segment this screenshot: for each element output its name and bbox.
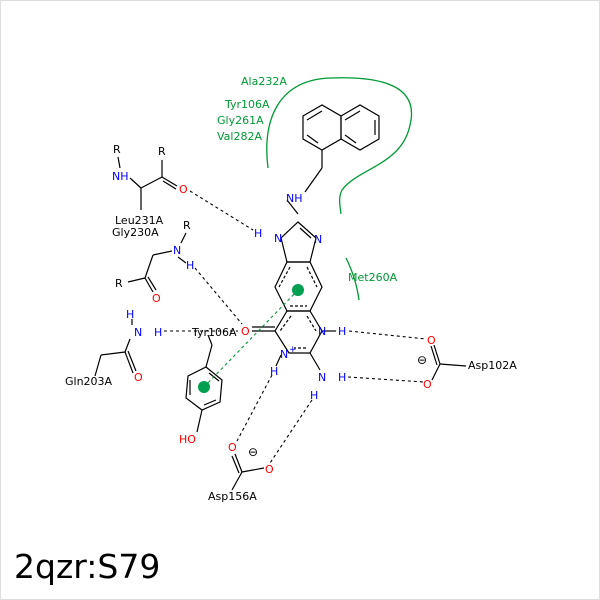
residue-bonds [94,156,467,491]
atom-h-gly: H [186,259,194,272]
pi-center-tyr106 [198,381,210,393]
hydrophobic-arc-met [345,257,360,301]
residue-labels: Leu231A Gly230A Tyr106A Gln203A Asp102A … [65,214,517,503]
label-tyr106-hydrophobic: Tyr106A [224,98,270,111]
hbond-asp156-left [236,374,273,442]
hbond-asp102-bottom [347,376,425,383]
label-leu231: Leu231A [115,214,164,227]
atom-ho-tyr: HO [179,433,196,446]
atom-nh-leu: NH [112,170,129,183]
atom-h-gln-right: H [154,326,162,339]
pyrimidine-ring [274,310,323,354]
hydrophobic-arc-top [266,77,413,215]
atom-carbonyl-o: O [241,325,250,338]
hydrophobic-labels: Ala232A Tyr106A Gly261A Val282A Met260A [217,75,398,284]
atom-o-gly: O [152,292,161,305]
atom-n-gln: N [134,326,142,339]
imidazole-ring [280,221,317,263]
hbond-asp156-right [269,399,313,464]
atom-n-gly: N [173,244,181,257]
atom-r-4: R [115,277,123,290]
atom-r-3: R [183,219,191,232]
naphthalene-ring-left [302,104,342,151]
atom-imidazole-n3: N [314,233,322,246]
ligand-bonds [252,104,380,371]
label-met260: Met260A [348,271,398,284]
hydrophobic-arcs [266,77,413,301]
label-gln203: Gln203A [65,375,113,388]
label-asp156: Asp156A [208,490,257,503]
atom-amine-h: H [254,227,262,240]
hbond-asp102-top [348,330,427,340]
atom-pyrimidine-nplus: N [280,348,288,361]
hbond-gly230-nh [194,267,243,325]
atom-o-asp156-top: O [228,441,237,454]
atom-amino-h3: H [310,389,318,402]
atom-o-asp102-top: O [427,334,436,347]
atom-o-asp156-right: O [265,463,274,476]
label-ala232: Ala232A [241,75,287,88]
atom-amino-h1: H [338,325,346,338]
pi-stacking [198,284,304,393]
label-gly230: Gly230A [112,226,159,239]
label-val282: Val282A [217,130,262,143]
atom-o-leu: O [179,183,188,196]
atom-pyrimidine-n: N [318,325,326,338]
atom-imidazole-n1: N [274,232,282,245]
label-asp102: Asp102A [468,359,517,372]
atom-amine-nh: NH [286,192,303,205]
hydrogen-bonds [164,190,427,464]
diagram-title: 2qzr:S79 [14,547,161,586]
residue-atoms: R NH R O R N H R O H N H O HO O ⊖ O O ⊖ … [112,143,436,476]
atom-amino-h2: H [338,371,346,384]
atom-minus-asp156: ⊖ [248,445,258,459]
naphthalene-ring-right [340,104,380,151]
hbond-leu231-o [189,190,254,231]
atom-r-1: R [113,143,121,156]
ligand-atoms: NH H N N N H N + H N H H O [241,192,346,402]
atom-plus-charge: + [289,345,297,355]
atom-h-gln-top: H [126,308,134,321]
atom-minus-asp102: ⊖ [417,353,427,367]
atom-o-asp102-bottom: O [423,378,432,391]
label-tyr106: Tyr106A [191,326,237,339]
atom-r-2: R [158,145,166,158]
label-gly261: Gly261A [217,114,264,127]
atom-o-gln: O [134,371,143,384]
atom-amino-n2: N [318,371,326,384]
pi-center-ligand [292,284,304,296]
atom-nplus-h: H [270,365,278,378]
